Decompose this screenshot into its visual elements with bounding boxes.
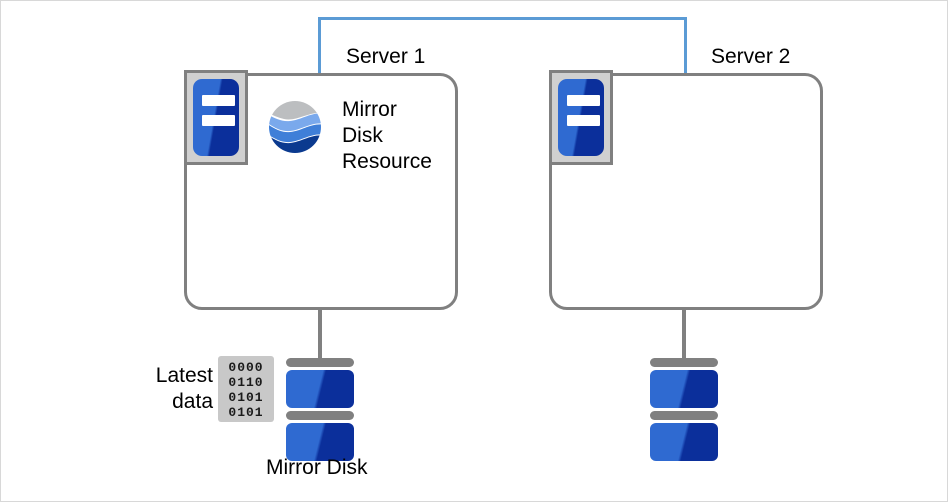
server-interconnect-horizontal (318, 17, 687, 20)
latest-data-line-2: data (172, 390, 213, 413)
binary-row: 0101 (228, 390, 264, 405)
server-1-label: Server 1 (346, 45, 426, 68)
disk-block (286, 423, 354, 461)
machine-slot-icon (202, 115, 235, 126)
server-interconnect-left-leg (318, 17, 321, 77)
machine-slot-icon (202, 95, 235, 106)
server-2-label: Server 2 (711, 45, 791, 68)
mirror-disk-resource-label: Mirror Disk Resource (342, 97, 432, 175)
resource-label-line-3: Resource (342, 150, 432, 173)
binary-data-icon: 0000 0110 0101 0101 (218, 356, 274, 422)
mirror-disk-label: Mirror Disk (266, 456, 368, 479)
disk-block (286, 370, 354, 408)
server-2-disk-cable (682, 309, 686, 364)
binary-row: 0101 (228, 405, 264, 420)
machine-body (558, 79, 604, 156)
mirror-disk-resource-globe-icon (268, 100, 322, 154)
disk-plate (286, 358, 354, 367)
server-1-machine-icon (184, 70, 248, 165)
server-interconnect-right-leg (684, 17, 687, 77)
server-1-disk-cable (318, 309, 322, 364)
disk-block (650, 370, 718, 408)
disk-block (650, 423, 718, 461)
server-2-machine-icon (549, 70, 613, 165)
server-2-disk-stack-icon (650, 358, 718, 462)
disk-plate (650, 411, 718, 420)
resource-label-line-2: Disk (342, 124, 383, 147)
machine-slot-icon (567, 95, 600, 106)
server-2-box (549, 73, 823, 310)
machine-body (193, 79, 239, 156)
disk-plate (650, 358, 718, 367)
resource-label-line-1: Mirror (342, 98, 397, 121)
latest-data-label: Latest data (133, 363, 213, 415)
binary-row: 0110 (228, 375, 264, 390)
latest-data-line-1: Latest (155, 364, 213, 387)
binary-row: 0000 (228, 360, 264, 375)
machine-slot-icon (567, 115, 600, 126)
disk-plate (286, 411, 354, 420)
server-1-disk-stack-icon (286, 358, 354, 462)
